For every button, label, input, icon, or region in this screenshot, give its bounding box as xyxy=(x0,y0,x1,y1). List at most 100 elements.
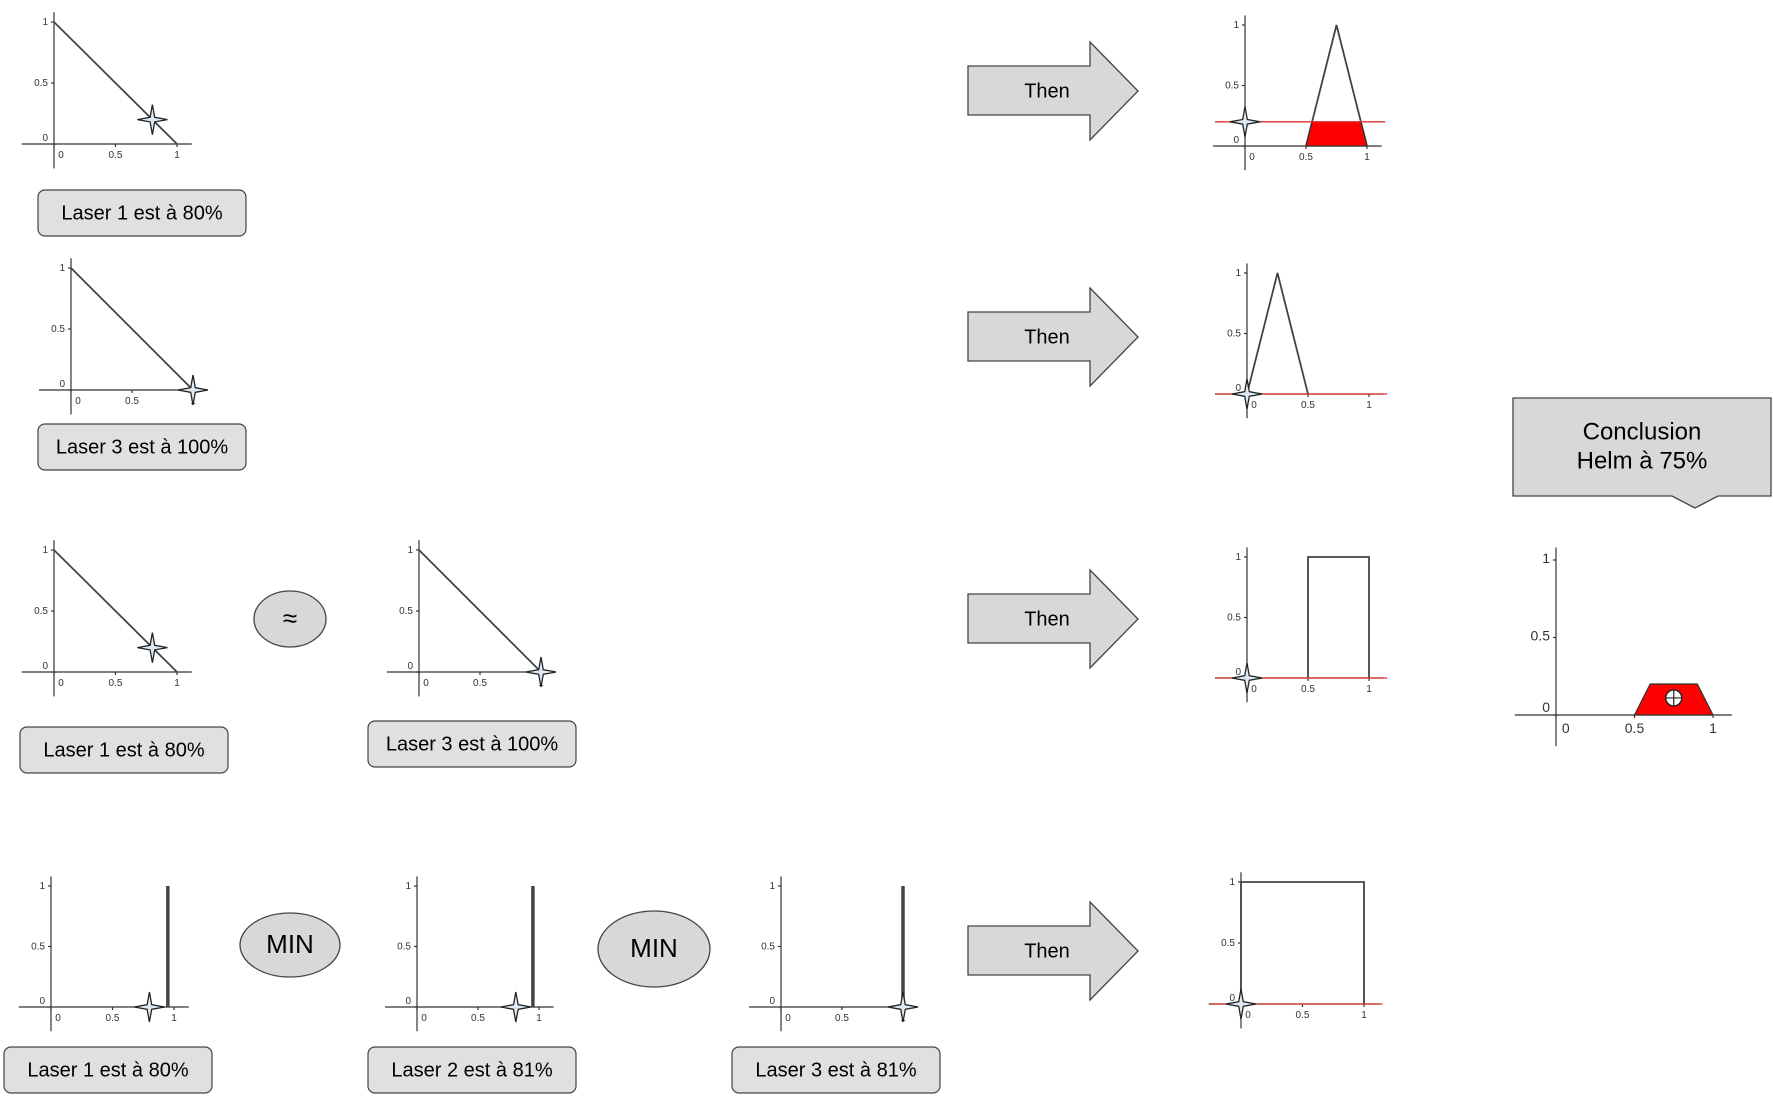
y-tick-label: 0 xyxy=(1542,699,1550,715)
x-tick-label: 0 xyxy=(1251,400,1257,411)
y-tick-label: 0.5 xyxy=(1227,613,1241,624)
membership-curve xyxy=(418,549,542,673)
label-r1-laser1-text: Laser 1 est à 80% xyxy=(61,202,222,224)
operator-min-2: MIN xyxy=(597,910,711,988)
y-tick-label: 0.5 xyxy=(397,942,411,953)
output-membership-shape xyxy=(1240,881,1365,1004)
cut-level-marker-icon xyxy=(1225,988,1257,1020)
y-tick-label: 0 xyxy=(769,996,775,1007)
y-tick-label: 0.5 xyxy=(51,324,65,335)
plot-output-rule1-7: 0 0.5 1 0 0.5 1 xyxy=(1213,15,1386,171)
plot-output-rule3-9: 0 0.5 1 0 0.5 1 xyxy=(1215,547,1388,703)
x-tick-label: 1 xyxy=(171,1013,177,1024)
y-tick-label: 1 xyxy=(59,263,65,274)
activated-area xyxy=(1305,121,1368,147)
operator-approx-text: ≈ xyxy=(283,603,297,633)
label-r4-laser2-text: Laser 2 est à 81% xyxy=(391,1059,552,1081)
conclusion-line2: Helm à 75% xyxy=(1577,447,1708,474)
y-tick-label: 1 xyxy=(39,881,45,892)
membership-curve xyxy=(53,549,178,673)
x-tick-label: 1 xyxy=(536,1013,542,1024)
label-r4-laser1-text: Laser 1 est à 80% xyxy=(27,1059,188,1081)
y-tick-label: 0 xyxy=(1235,383,1241,394)
then-arrow-1-text: Then xyxy=(1024,80,1070,102)
output-membership-shape xyxy=(1246,272,1309,395)
x-tick-label: 0 xyxy=(1249,152,1255,163)
then-arrow-2-text: Then xyxy=(1024,326,1070,348)
x-tick-label: 1 xyxy=(1709,720,1717,736)
x-tick-label: 0 xyxy=(1562,720,1570,736)
x-tick-label: 1 xyxy=(1361,1010,1367,1021)
input-value-marker-icon xyxy=(137,632,168,663)
label-r3-laser3-text: Laser 3 est à 100% xyxy=(386,733,559,755)
y-tick-label: 0.5 xyxy=(1225,81,1239,92)
y-tick-label: 1 xyxy=(42,545,48,556)
y-tick-label: 0 xyxy=(1235,667,1241,678)
operator-min-2-text: MIN xyxy=(630,933,678,963)
conclusion-line1: Conclusion xyxy=(1583,418,1702,445)
y-tick-label: 0 xyxy=(39,996,45,1007)
then-arrow-4: Then xyxy=(967,900,1139,1002)
label-r4-laser2: Laser 2 est à 81% xyxy=(367,1046,577,1094)
input-value-marker-icon xyxy=(137,104,168,135)
x-tick-label: 0 xyxy=(58,150,64,161)
operator-min-1: MIN xyxy=(239,912,341,978)
x-tick-label: 0.5 xyxy=(106,1013,120,1024)
y-tick-label: 0 xyxy=(42,661,48,672)
x-tick-label: 0 xyxy=(55,1013,61,1024)
x-tick-label: 0.5 xyxy=(835,1013,849,1024)
y-tick-label: 0 xyxy=(407,661,413,672)
x-tick-label: 0 xyxy=(58,678,64,689)
x-tick-label: 0 xyxy=(1251,684,1257,695)
conclusion-callout: Conclusion Helm à 75% xyxy=(1512,397,1772,509)
plots-layer: 0 0.5 1 0 0.5 1 0 0.5 1 0 0.5 1 0 0.5 1 0 0.5 1 0 0.5 1 0 0.5 1… xyxy=(18,12,1732,1032)
label-r3-laser3: Laser 3 est à 100% xyxy=(367,720,577,768)
then-arrow-3-text: Then xyxy=(1024,608,1070,630)
y-tick-label: 0.5 xyxy=(34,606,48,617)
label-r2-laser3: Laser 3 est à 100% xyxy=(37,423,247,471)
y-tick-label: 0 xyxy=(405,996,411,1007)
y-tick-label: 0.5 xyxy=(1531,628,1551,644)
y-tick-label: 0.5 xyxy=(1227,329,1241,340)
then-arrow-4-text: Then xyxy=(1024,940,1070,962)
then-arrow-2: Then xyxy=(967,286,1139,388)
y-tick-label: 0 xyxy=(1229,993,1235,1004)
x-tick-label: 0.5 xyxy=(473,678,487,689)
y-tick-label: 1 xyxy=(1542,550,1550,566)
y-tick-label: 0 xyxy=(1233,135,1239,146)
x-tick-label: 0.5 xyxy=(1299,152,1313,163)
x-tick-label: 0.5 xyxy=(109,150,123,161)
x-tick-label: 0 xyxy=(75,396,81,407)
cut-level-marker-icon xyxy=(1229,106,1261,137)
x-tick-label: 1 xyxy=(174,678,180,689)
x-tick-label: 0.5 xyxy=(471,1013,485,1024)
output-membership-shape xyxy=(1307,556,1370,678)
label-r1-laser1: Laser 1 est à 80% xyxy=(37,189,247,237)
label-r3-laser1-text: Laser 1 est à 80% xyxy=(43,739,204,761)
y-tick-label: 0.5 xyxy=(1221,938,1235,949)
label-r4-laser3: Laser 3 est à 81% xyxy=(731,1046,941,1094)
label-r4-laser3-text: Laser 3 est à 81% xyxy=(755,1059,916,1081)
input-value-marker-icon xyxy=(887,991,919,1023)
y-tick-label: 0.5 xyxy=(761,942,775,953)
y-tick-label: 1 xyxy=(1235,268,1241,279)
x-tick-label: 0.5 xyxy=(1301,400,1315,411)
y-tick-label: 0.5 xyxy=(34,78,48,89)
x-tick-label: 1 xyxy=(1366,684,1372,695)
then-arrow-3: Then xyxy=(967,568,1139,670)
y-tick-label: 1 xyxy=(1233,20,1239,31)
y-tick-label: 1 xyxy=(1235,552,1241,563)
cut-level-marker-icon xyxy=(1231,662,1263,694)
y-tick-label: 1 xyxy=(405,881,411,892)
x-tick-label: 0 xyxy=(423,678,429,689)
membership-curve xyxy=(70,267,194,391)
label-r3-laser1: Laser 1 est à 80% xyxy=(19,726,229,774)
x-tick-label: 0.5 xyxy=(1301,684,1315,695)
x-tick-label: 1 xyxy=(1364,152,1370,163)
input-value-marker-icon xyxy=(500,991,531,1023)
